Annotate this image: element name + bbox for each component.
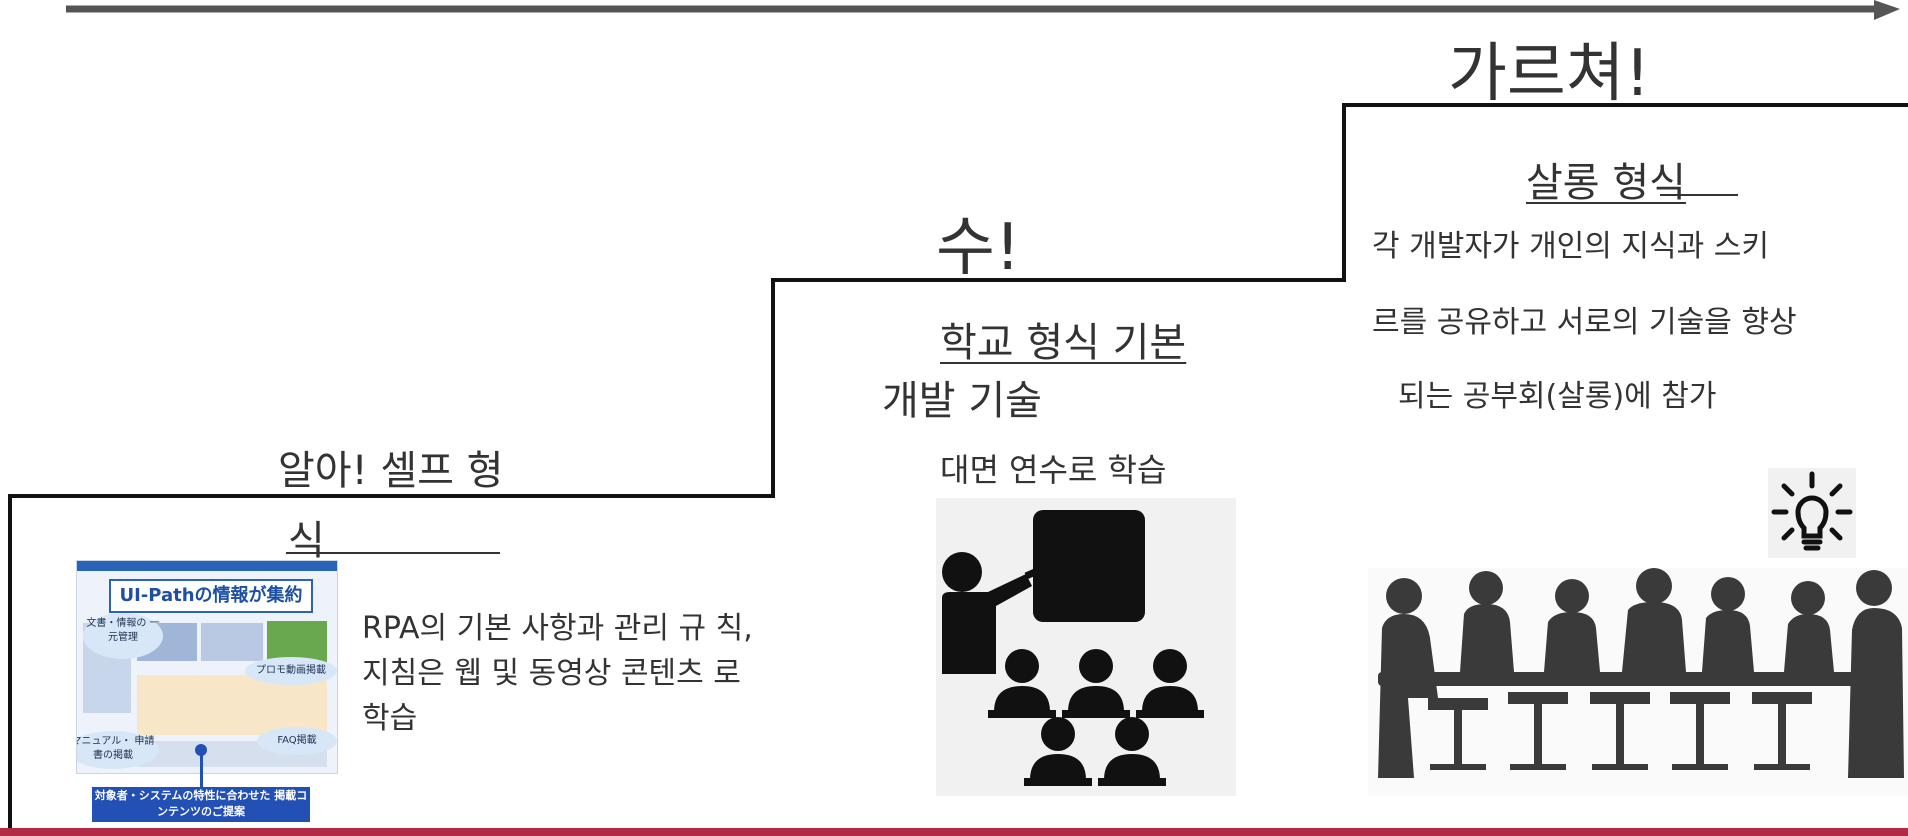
progress-arrow-head <box>1874 0 1900 20</box>
step3-heading: 가르쳐! <box>1448 37 1651 111</box>
proposal-banner: 対象者・システムの特性に合わせた 掲載コンテンツのご提案 <box>92 787 310 822</box>
step1-description: RPA의 기본 사항과 관리 규 칙, 지침은 웹 및 동영상 콘텐츠 로 학습 <box>362 611 753 736</box>
bubble-promo: プロモ動画掲載 <box>245 657 337 685</box>
step3-subheading: 살롱 형식 <box>1526 160 1686 206</box>
screenshot-title: UI-Pathの情報が集約 <box>109 579 313 613</box>
pointer-line <box>200 748 203 788</box>
step1-heading: 알아! 셀프 형 <box>278 448 504 494</box>
step3-underline-ext <box>1660 194 1738 196</box>
step2-subheading-2: 개발 기술 <box>882 378 1042 424</box>
step3-desc-line1: 각 개발자가 개인의 지식과 스키 <box>1372 229 1769 264</box>
step1-underline <box>286 552 500 554</box>
pointer-dot <box>195 744 207 756</box>
bubble-docs: 文書・情報の 一元管理 <box>83 613 163 659</box>
bubble-manual: マニュアル・ 申請書の掲載 <box>77 731 159 769</box>
step3-desc-line2: 르를 공유하고 서로의 기술을 향상 <box>1372 305 1797 340</box>
step3-desc-line3: 되는 공부회(살롱)에 참가 <box>1398 379 1717 414</box>
footer-accent-bar <box>0 828 1908 836</box>
meeting-silhouette-icon <box>1368 568 1908 796</box>
bubble-faq: FAQ掲載 <box>257 727 337 755</box>
step2-subheading: 학교 형식 기본 <box>940 320 1187 366</box>
step1-portal-screenshot: UI-Pathの情報が集約 文書・情報の 一元管理 プロモ動画掲載 マニュアル・… <box>76 560 338 774</box>
step2-heading: 수! <box>936 211 1021 285</box>
staircase-line <box>8 103 1908 836</box>
lightbulb-icon <box>1768 468 1856 558</box>
step1-subheading: 식 <box>288 518 325 564</box>
screenshot-topbar <box>77 561 337 571</box>
step2-description: 대면 연수로 학습 <box>940 451 1167 489</box>
classroom-teacher-icon <box>936 498 1236 796</box>
